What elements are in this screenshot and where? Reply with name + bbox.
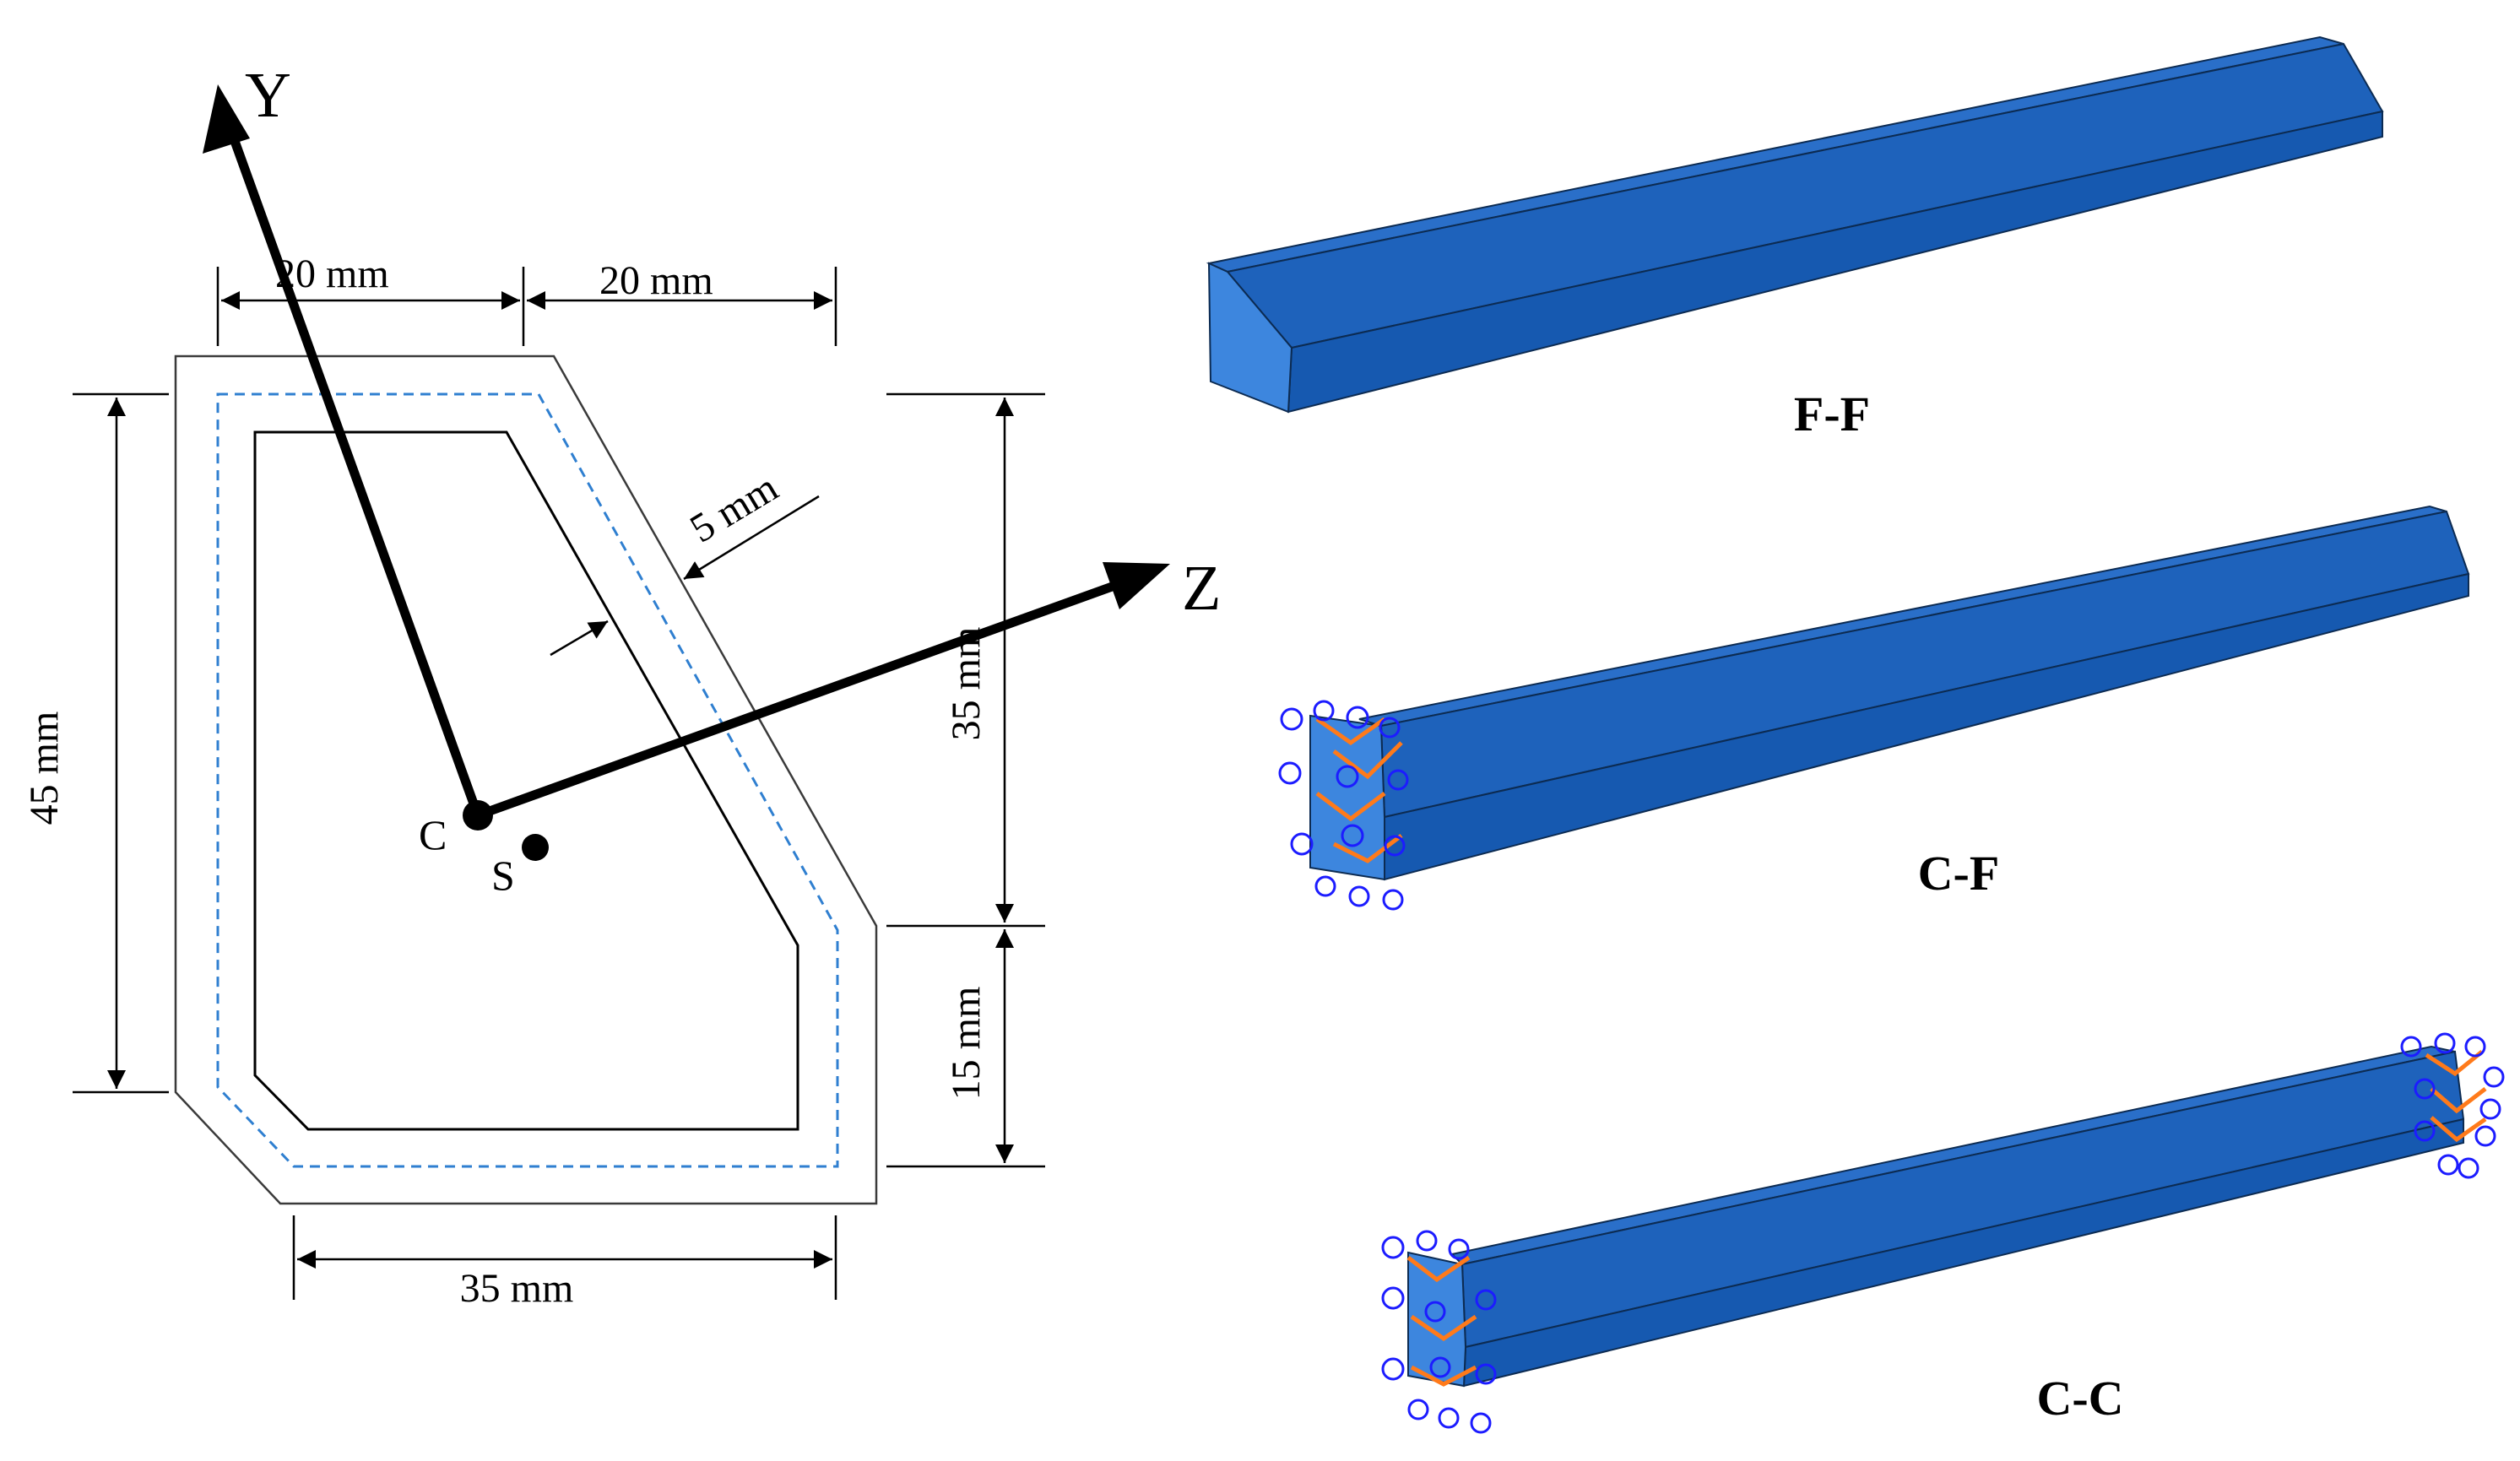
section-midline (216, 392, 839, 1168)
beam-free-free: F-F (1206, 35, 2384, 441)
beam-cf-clamp-constraints (1278, 700, 1409, 911)
coordinate-axes (203, 84, 1170, 820)
y-axis-label: Y (245, 60, 291, 131)
dim-top-left-label: 20 mm (275, 252, 389, 296)
beam-cc-end-face (1407, 1251, 1467, 1388)
beam-ff-upper-side (1226, 42, 2384, 349)
beam-cc-right-clamp-constraints (2400, 1032, 2505, 1179)
z-axis-arrowhead (1103, 562, 1170, 609)
section-inner-outline (253, 430, 799, 1131)
section-outer-outline (174, 354, 878, 1205)
centroid-point (463, 800, 493, 831)
beam-ff-end-face (1207, 262, 1293, 414)
case-label-ff: F-F (1794, 387, 1870, 441)
shear-center-label: S (491, 852, 515, 899)
dim-bottom-label: 35 mm (460, 1266, 574, 1311)
beam-clamped-free: C-F (1278, 505, 2470, 911)
extension-lines (73, 267, 1045, 1300)
case-label-cf: C-F (1918, 846, 2000, 901)
dim-left-height-label: 45 mm (22, 712, 67, 825)
beam-cf-upper-side (1379, 510, 2470, 819)
dim-right-upper-label: 35 mm (944, 627, 989, 741)
y-axis-arrowhead (203, 84, 250, 154)
dim-right-lower-label: 15 mm (944, 987, 989, 1101)
centroid-label: C (419, 811, 447, 858)
dimension-lines (107, 291, 1014, 1269)
shear-center-point (522, 834, 549, 861)
dim-thickness-label: 5 mm (682, 465, 785, 551)
z-axis-label: Z (1182, 553, 1221, 624)
z-axis-line (476, 581, 1116, 820)
cross-section-diagram: Y Z C S 20 mm 20 mm 45 mm 35 mm 15 mm 35… (22, 60, 1221, 1311)
beam-clamped-clamped: C-C (1381, 1032, 2505, 1434)
dim-top-right-label: 20 mm (599, 258, 713, 303)
beam-cc-upper-side (1461, 1050, 2465, 1349)
beam-cc-left-clamp-constraints (1381, 1230, 1497, 1434)
case-label-cc: C-C (2036, 1371, 2123, 1426)
y-axis-line (226, 130, 483, 817)
